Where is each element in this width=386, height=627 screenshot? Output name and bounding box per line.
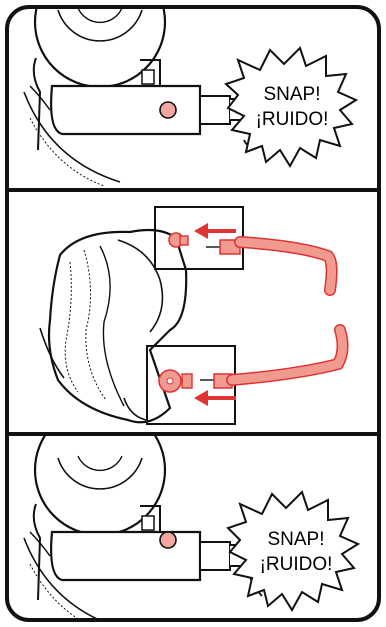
burst-text-snap-top: SNAP! xyxy=(263,84,320,105)
burst-text-snap-bottom: SNAP! xyxy=(267,529,324,550)
pin-bottom xyxy=(160,532,176,548)
burst-text-ruido-bottom: ¡RUIDO! xyxy=(260,554,333,575)
burst-text-ruido-top: ¡RUIDO! xyxy=(256,109,329,130)
pin-top xyxy=(160,102,176,118)
arm-bottom xyxy=(51,532,200,580)
arm-top xyxy=(51,86,200,134)
